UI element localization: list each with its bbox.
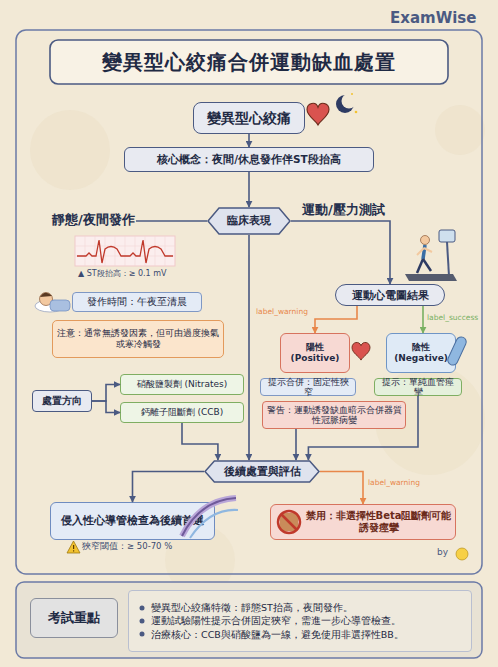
connector-arrow: [422, 306, 424, 333]
key-points-list: 變異型心絞痛特徵：靜態ST抬高，夜間發作。運動試驗陽性提示合併固定狹窄，需進一步…: [128, 590, 472, 652]
node-text: 注意：通常無誘發因素，但可由過度換氣或寒冷觸發: [56, 328, 220, 350]
connector-arrow: [315, 306, 357, 333]
connector-arrow: [133, 472, 205, 503]
treatment-box: 硝酸鹽製劑 (Nitrates): [120, 374, 244, 395]
key-points-frame: [16, 582, 482, 658]
node-text: 提示：單純血管痙攣: [378, 377, 458, 397]
branch-heading: 運動/壓力測試: [302, 202, 385, 218]
node-text: 鈣離子阻斷劑 (CCB): [141, 407, 224, 418]
outer-frame: [16, 30, 482, 574]
signature: by: [437, 547, 448, 558]
ecg-strip: [75, 236, 175, 266]
branch-connector: [136, 221, 207, 222]
heart-icon: [352, 342, 370, 360]
connector-arrow: [182, 423, 218, 460]
node-text: 變異型心絞痛特徵：靜態ST抬高，夜間發作。: [151, 602, 353, 613]
treadmill-icon: [405, 230, 457, 281]
hexagon-node: 後續處置與評估: [204, 460, 320, 483]
connector-arrow: [320, 472, 363, 505]
connector-arrow: [308, 396, 418, 460]
node-text: 發作時間：午夜至清晨: [87, 296, 187, 307]
diagram-title: 變異型心絞痛合併運動缺血處置: [50, 40, 448, 84]
connector-arrow: [92, 385, 120, 402]
action-box: 侵入性心導管檢查為後續首選: [50, 502, 215, 540]
bullet-dot: [137, 603, 147, 613]
concept-box: 變異型心絞痛: [193, 102, 305, 134]
node-text: 運動心電圖結果: [352, 289, 429, 302]
node-text: 考試重點: [48, 610, 100, 626]
node-text: 陽性 (Positive): [284, 342, 346, 364]
ecg-annotation: ▲ ST段抬高：≥ 0.1 mV: [78, 269, 166, 279]
key-points-label: 考試重點: [30, 598, 118, 638]
sleeping-figure: [35, 293, 70, 313]
node-text: 提示合併：固定性狹窄: [264, 377, 352, 397]
node-text: 侵入性心導管檢查為後續首選: [61, 514, 204, 527]
positive-box: 陽性 (Positive): [280, 333, 350, 373]
hint-box: 提示：單純血管痙攣: [374, 378, 462, 396]
connector-arrow: [92, 401, 120, 413]
contraindication-box: 禁用：非選擇性Beta阻斷劑可能誘發痙攣: [270, 504, 456, 540]
node-text: 後續處置與評估: [224, 465, 301, 478]
connector-arrow: [248, 134, 250, 147]
signature-emoji: [456, 548, 468, 560]
moon-icon: [336, 93, 357, 113]
connector-arrow: [291, 221, 390, 284]
node-text: 變異型心絞痛: [207, 110, 291, 127]
title-banner: [50, 40, 448, 84]
bullet-dot: [137, 616, 147, 626]
brand-watermark: ExamWise: [390, 9, 476, 27]
bullet-dot: [137, 629, 147, 639]
node-text: 處置方向: [42, 395, 82, 407]
node-text: 治療核心：CCB與硝酸鹽為一線，避免使用非選擇性BB。: [151, 629, 404, 640]
warning-box: 警告：運動誘發缺血暗示合併器質性冠脈病變: [262, 401, 406, 429]
node-text: 硝酸鹽製劑 (Nitrates): [137, 379, 228, 390]
node-text: 禁用：非選擇性Beta阻斷劑可能誘發痙攣: [305, 510, 452, 534]
ban-icon: [278, 511, 300, 533]
node-text: 陰性 (Negative): [390, 342, 452, 364]
branch-heading: 靜態/夜間發作: [52, 212, 135, 228]
node-text: 核心概念：夜間/休息發作伴ST段抬高: [157, 153, 341, 166]
process-box: 處置方向: [32, 390, 92, 412]
info-box: 發作時間：午夜至清晨: [72, 292, 202, 312]
result-box: 運動心電圖結果: [335, 284, 445, 306]
connector-arrow: [248, 172, 250, 207]
warning-triangle: [67, 541, 80, 553]
treatment-box: 鈣離子阻斷劑 (CCB): [120, 402, 244, 423]
edge-label: label_success: [427, 313, 478, 322]
concept-box: 核心概念：夜間/休息發作伴ST段抬高: [124, 147, 374, 172]
node-text: 警告：運動誘發缺血暗示合併器質性冠脈病變: [266, 405, 402, 425]
heart-icon: [307, 103, 329, 125]
catheter-illustration: [182, 498, 238, 538]
node-text: 運動試驗陽性提示合併固定狹窄，需進一步心導管檢查。: [151, 615, 401, 626]
connector-arrow: [248, 235, 250, 460]
vessel-icon: [446, 335, 468, 366]
negative-box: 陰性 (Negative): [386, 333, 456, 373]
edge-label: label_warning: [256, 307, 308, 316]
threshold-note: 狹窄閾值：≥ 50-70 %: [82, 541, 172, 551]
edge-label: label_warning: [368, 478, 420, 487]
note-box: 注意：通常無誘發因素，但可由過度換氣或寒冷觸發: [52, 320, 224, 358]
connector-arrow: [295, 429, 297, 460]
hint-box: 提示合併：固定性狹窄: [260, 378, 356, 396]
node-text: 臨床表現: [227, 214, 271, 227]
hexagon-node: 臨床表現: [207, 207, 291, 235]
